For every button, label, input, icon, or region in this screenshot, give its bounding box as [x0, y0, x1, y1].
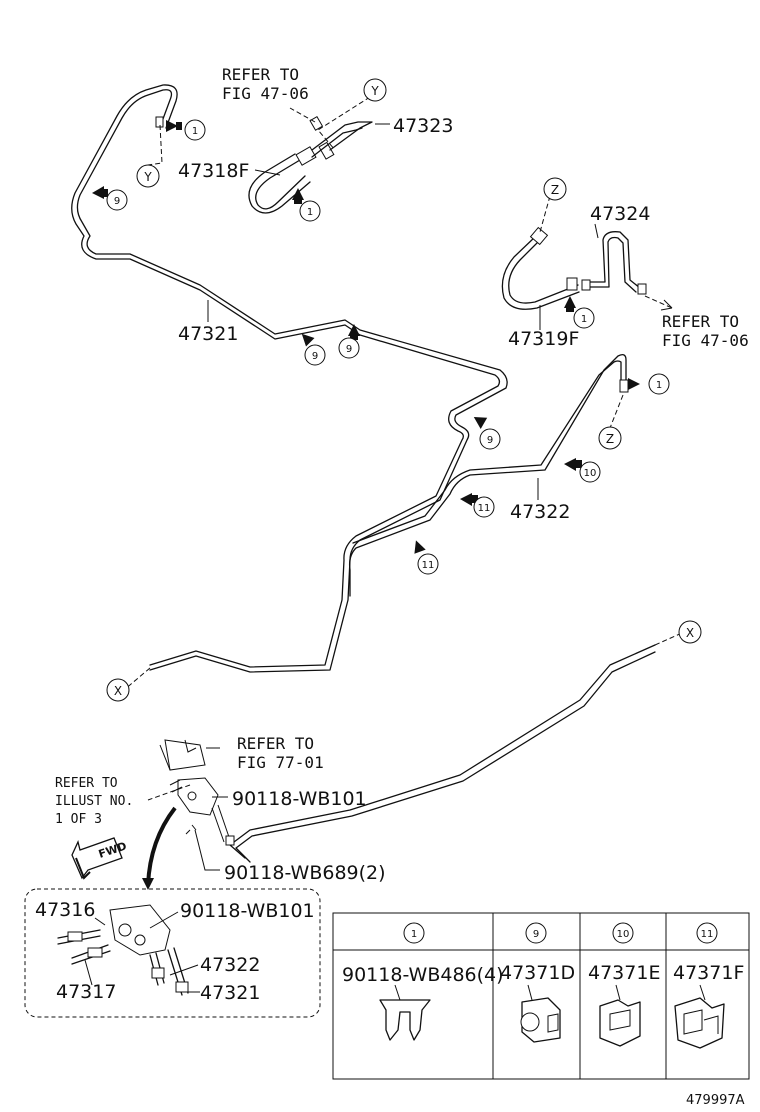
part-label-47321: 47321	[178, 323, 238, 345]
inset-assembly	[57, 904, 189, 996]
svg-text:1: 1	[581, 314, 587, 325]
leader-inset-101	[149, 911, 179, 929]
callout-1-b: 1	[299, 200, 321, 222]
fwd-arrow-icon	[71, 837, 123, 880]
inset-label-47317: 47317	[56, 981, 116, 1003]
brake-pipe-47323	[309, 115, 373, 158]
legend-header-10: 10	[612, 922, 634, 944]
svg-text:10: 10	[617, 929, 630, 940]
part-label-47323: 47323	[393, 115, 453, 137]
ref-fig4706-right-line2: FIG 47-06	[662, 331, 749, 350]
legend-header-11: 11	[696, 922, 718, 944]
ref-fig4706-right-line1: REFER TO	[662, 312, 739, 331]
svg-text:1: 1	[192, 126, 198, 137]
callout-11-a: 11	[473, 496, 495, 518]
svg-text:10: 10	[584, 468, 597, 479]
connector-z-top: Z	[543, 177, 567, 201]
ref-fig7701-line1: REFER TO	[237, 734, 314, 753]
clamp-10-icon	[599, 984, 641, 1047]
brake-pipe-47321	[71, 84, 508, 673]
part-label-47318f: 47318F	[178, 160, 249, 182]
part-label-47322: 47322	[510, 501, 570, 523]
inset-label-bolt-101: 90118-WB101	[180, 900, 315, 922]
brake-pipe-47324	[581, 231, 647, 295]
callout-9-b: 9	[304, 344, 326, 366]
clamp-11-icon	[674, 984, 725, 1049]
part-label-47319f: 47319F	[508, 328, 579, 350]
inset-label-47316: 47316	[35, 899, 95, 921]
fitting-47321-top	[155, 116, 164, 128]
leader-inset-47322	[169, 964, 199, 976]
inset-label-47321: 47321	[200, 982, 260, 1004]
connector-y-left: Y	[136, 164, 160, 188]
connector-x-left: X	[106, 678, 130, 702]
callout-1-c: 1	[573, 307, 595, 329]
legend-part-clamp-9: 47371D	[500, 962, 575, 984]
callout-1-d: 1	[648, 373, 670, 395]
connector-y-top: Y	[363, 78, 387, 102]
legend-header-1: 1	[403, 922, 425, 944]
svg-text:11: 11	[478, 503, 491, 514]
inset-pointer-arrow	[146, 806, 177, 886]
junction-block	[159, 739, 235, 846]
ref-fig4706-top-line2: FIG 47-06	[222, 84, 309, 103]
connector-z-right: Z	[598, 426, 622, 450]
ref-illust-line2: ILLUST NO.	[55, 794, 133, 809]
callout-9-c: 9	[338, 337, 360, 359]
legend-part-clip-1: 90118-WB486(4)	[342, 964, 504, 986]
flex-hose-47319f	[501, 226, 580, 310]
part-label-bolt-101: 90118-WB101	[232, 788, 367, 810]
leader-47324	[594, 223, 599, 239]
fitting-47322-top	[619, 379, 629, 393]
callout-9-a: 9	[106, 189, 128, 211]
svg-text:Y: Y	[370, 84, 379, 98]
svg-text:9: 9	[487, 435, 493, 446]
brake-pipe-47322	[348, 354, 627, 597]
callout-11-b: 11	[417, 553, 439, 575]
svg-text:9: 9	[533, 929, 539, 940]
clamp-legend-table: 1 9 10 11 90118-WB486(4) 47371D 47371E 4…	[332, 912, 750, 1080]
leader-bolt-689	[194, 829, 220, 871]
svg-text:9: 9	[114, 196, 120, 207]
ref-fig4706-top-line1: REFER TO	[222, 65, 299, 84]
leader-47318f	[254, 169, 281, 176]
ref-illust-line3: 1 OF 3	[55, 812, 102, 827]
ref-arrow-right	[660, 299, 673, 311]
clamp-9-icon	[520, 984, 561, 1043]
svg-text:1: 1	[656, 380, 662, 391]
svg-text:Z: Z	[551, 183, 559, 197]
part-label-bolt-689: 90118-WB689(2)	[224, 862, 386, 884]
legend-header-9: 9	[525, 922, 547, 944]
inset-pointer-arrowhead	[142, 878, 154, 890]
clip-1-icon	[379, 984, 431, 1041]
callout-9-d: 9	[479, 428, 501, 450]
svg-text:9: 9	[312, 351, 318, 362]
detail-inset-box	[24, 888, 321, 1018]
svg-text:X: X	[114, 684, 122, 698]
ref-fig7701-line2: FIG 77-01	[237, 753, 324, 772]
ref-illust-line1: REFER TO	[55, 776, 118, 791]
drawing-number: 479997A	[686, 1093, 745, 1108]
callout-10: 10	[579, 461, 601, 483]
callout-1-a: 1	[184, 119, 206, 141]
svg-text:9: 9	[346, 344, 352, 355]
flex-hose-47318f	[248, 141, 335, 214]
svg-text:1: 1	[411, 929, 417, 940]
connector-x-right: X	[678, 620, 702, 644]
inset-label-47322: 47322	[200, 954, 260, 976]
svg-text:11: 11	[701, 929, 714, 940]
svg-text:Z: Z	[606, 432, 614, 446]
svg-text:X: X	[686, 626, 694, 640]
leader-47316	[94, 917, 106, 926]
svg-text:Y: Y	[143, 170, 152, 184]
svg-text:1: 1	[307, 207, 313, 218]
svg-text:11: 11	[422, 560, 435, 571]
legend-part-clamp-10: 47371E	[588, 962, 660, 984]
leader-47317	[84, 959, 93, 986]
part-label-47324: 47324	[590, 203, 650, 225]
legend-part-clamp-11: 47371F	[673, 962, 744, 984]
